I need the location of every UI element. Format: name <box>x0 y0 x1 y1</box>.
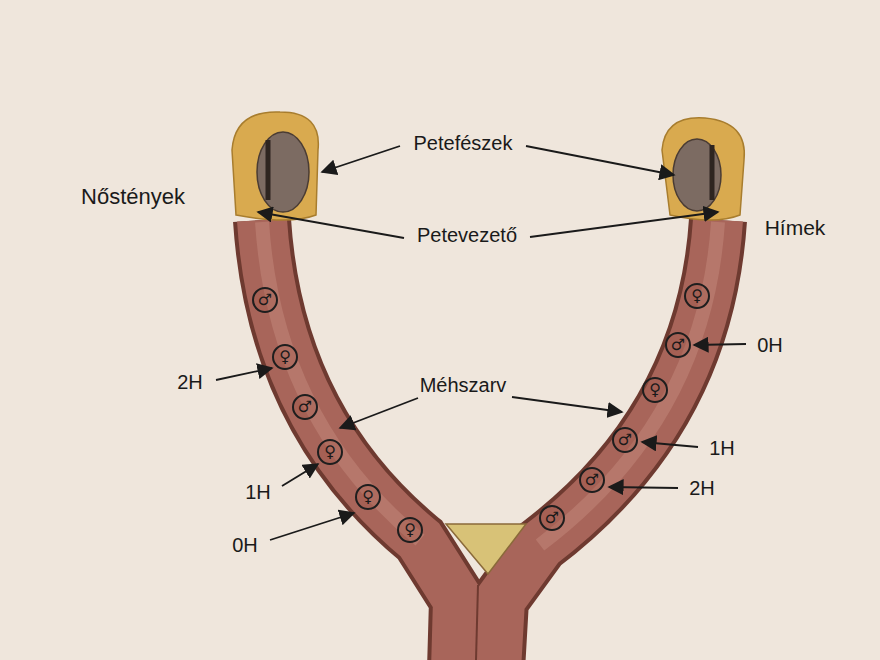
part-label: Méhszarv <box>420 374 507 396</box>
sex-symbol: ♀ <box>649 382 661 398</box>
sex-symbol: ♀ <box>404 522 416 538</box>
left-ovary-mark <box>266 140 271 200</box>
sex-symbol: ♂ <box>585 472 599 488</box>
fetus-circle: ♂ <box>539 505 565 531</box>
leader-line <box>322 146 400 172</box>
fetus-circle: ♀ <box>397 517 423 543</box>
leader-line <box>526 146 674 175</box>
right-ovary-fat <box>662 118 744 220</box>
leader-line <box>216 368 272 380</box>
leader-line <box>270 513 354 540</box>
ovaries <box>232 112 744 220</box>
callout-label: 1H <box>709 437 735 459</box>
callout-label: 2H <box>177 371 203 393</box>
fetus-circle: ♀ <box>642 377 668 403</box>
leader-line <box>512 397 622 412</box>
sex-symbol: ♂ <box>298 399 312 415</box>
fetus-circle: ♀ <box>684 283 710 309</box>
right-horn-outline <box>496 220 718 660</box>
leader-line <box>530 212 718 237</box>
right-horn <box>496 220 718 660</box>
sex-symbol: ♀ <box>691 288 703 304</box>
left-horn-shade <box>262 222 420 540</box>
right-ovary <box>673 139 721 211</box>
right-horn-shade <box>540 222 718 545</box>
sex-symbol: ♀ <box>324 444 336 460</box>
uterus-outline <box>262 220 718 660</box>
sex-symbol: ♂ <box>545 510 559 526</box>
leader-line <box>642 442 698 447</box>
leader-line <box>340 398 418 428</box>
fetus-circle: ♂ <box>292 394 318 420</box>
body-septum <box>476 585 478 660</box>
fetus-circle: ♀ <box>272 344 298 370</box>
sex-symbol: ♂ <box>618 432 632 448</box>
leader-line <box>282 464 318 486</box>
sex-symbol: ♀ <box>362 489 374 505</box>
leader-line <box>609 487 678 488</box>
left-ovary <box>257 132 309 212</box>
fetus-circle: ♂ <box>665 332 691 358</box>
sex-symbol: ♂ <box>258 292 272 308</box>
callout-label: 1H <box>245 481 271 503</box>
group-label: Hímek <box>765 216 826 239</box>
fetus-circle: ♂ <box>579 467 605 493</box>
left-ovary-fat <box>232 112 318 220</box>
fetus-circle: ♂ <box>612 427 638 453</box>
callout-label: 2H <box>689 477 715 499</box>
uterine-body-fat <box>446 524 526 574</box>
leader-lines <box>216 146 746 540</box>
right-ovary-mark <box>710 145 715 200</box>
callout-label: 0H <box>232 534 258 556</box>
fetus-circle: ♀ <box>317 439 343 465</box>
fetus-circle: ♀ <box>355 484 381 510</box>
group-label: Nőstények <box>81 185 185 209</box>
sex-symbol: ♀ <box>279 349 291 365</box>
leader-line <box>694 344 746 345</box>
sex-symbol: ♂ <box>671 337 685 353</box>
callout-label: 0H <box>757 334 783 356</box>
leader-line <box>258 212 404 238</box>
part-label: Petefészek <box>414 132 513 154</box>
part-label: Petevezető <box>417 224 517 246</box>
left-horn-outline <box>262 220 458 660</box>
fetus-circle: ♂ <box>252 287 278 313</box>
left-horn <box>262 220 458 660</box>
